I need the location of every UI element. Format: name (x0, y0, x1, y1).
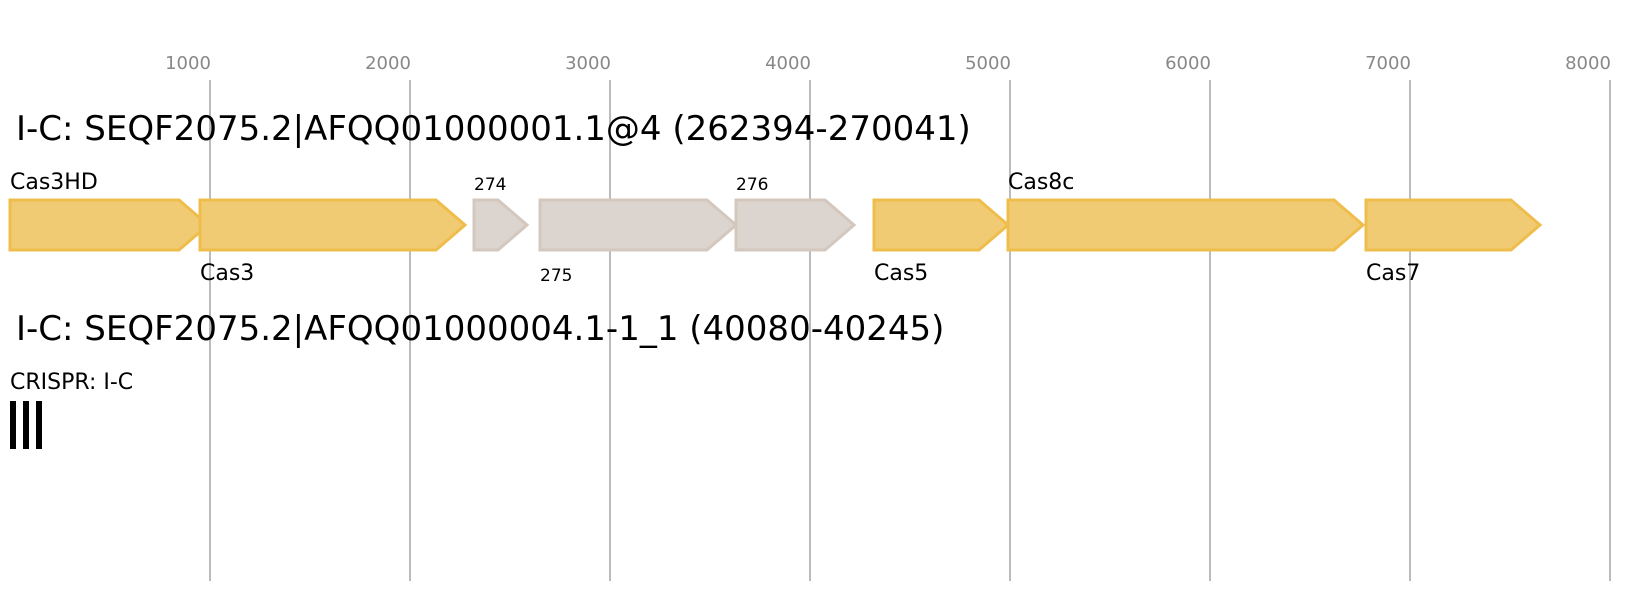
gene-arrow-274[interactable] (472, 198, 530, 252)
gene-arrow-cas3hd[interactable] (8, 198, 211, 252)
tick-label: 5000 (965, 53, 1011, 74)
gene-label: 274 (474, 175, 506, 195)
gene-arrow-cas3[interactable] (198, 198, 468, 252)
tick-label: 3000 (565, 53, 611, 74)
crispr-repeat (23, 401, 29, 449)
gene-arrow-cas8c[interactable] (1006, 198, 1366, 252)
tick-label: 2000 (365, 53, 411, 74)
gene-arrow-cas7[interactable] (1364, 198, 1543, 252)
gene-label: Cas7 (1366, 261, 1420, 286)
gene-label: 275 (540, 266, 572, 286)
tick-label: 8000 (1565, 53, 1611, 74)
locus-title-2: I-C: SEQF2075.2|AFQQ01000004.1-1_1 (4008… (16, 309, 944, 349)
gene-label: Cas8c (1008, 170, 1074, 195)
crispr-array (10, 401, 42, 449)
gene-label: 276 (736, 175, 768, 195)
tick-label: 7000 (1365, 53, 1411, 74)
gene-label: Cas5 (874, 261, 928, 286)
crispr-label: CRISPR: I-C (10, 370, 133, 395)
tick-label: 4000 (765, 53, 811, 74)
gene-arrow-275[interactable] (538, 198, 739, 252)
gene-label: Cas3HD (10, 170, 98, 195)
gene-arrow-cas5[interactable] (872, 198, 1011, 252)
crispr-repeat (10, 401, 16, 449)
axis-grid: 1000 2000 3000 4000 5000 6000 7000 8000 (165, 53, 1611, 581)
tick-label: 6000 (1165, 53, 1211, 74)
tick-label: 1000 (165, 53, 211, 74)
gene-label: Cas3 (200, 261, 254, 286)
locus-title-1: I-C: SEQF2075.2|AFQQ01000001.1@4 (262394… (16, 109, 971, 149)
crispr-repeat (36, 401, 42, 449)
gene-arrow-276[interactable] (734, 198, 857, 252)
